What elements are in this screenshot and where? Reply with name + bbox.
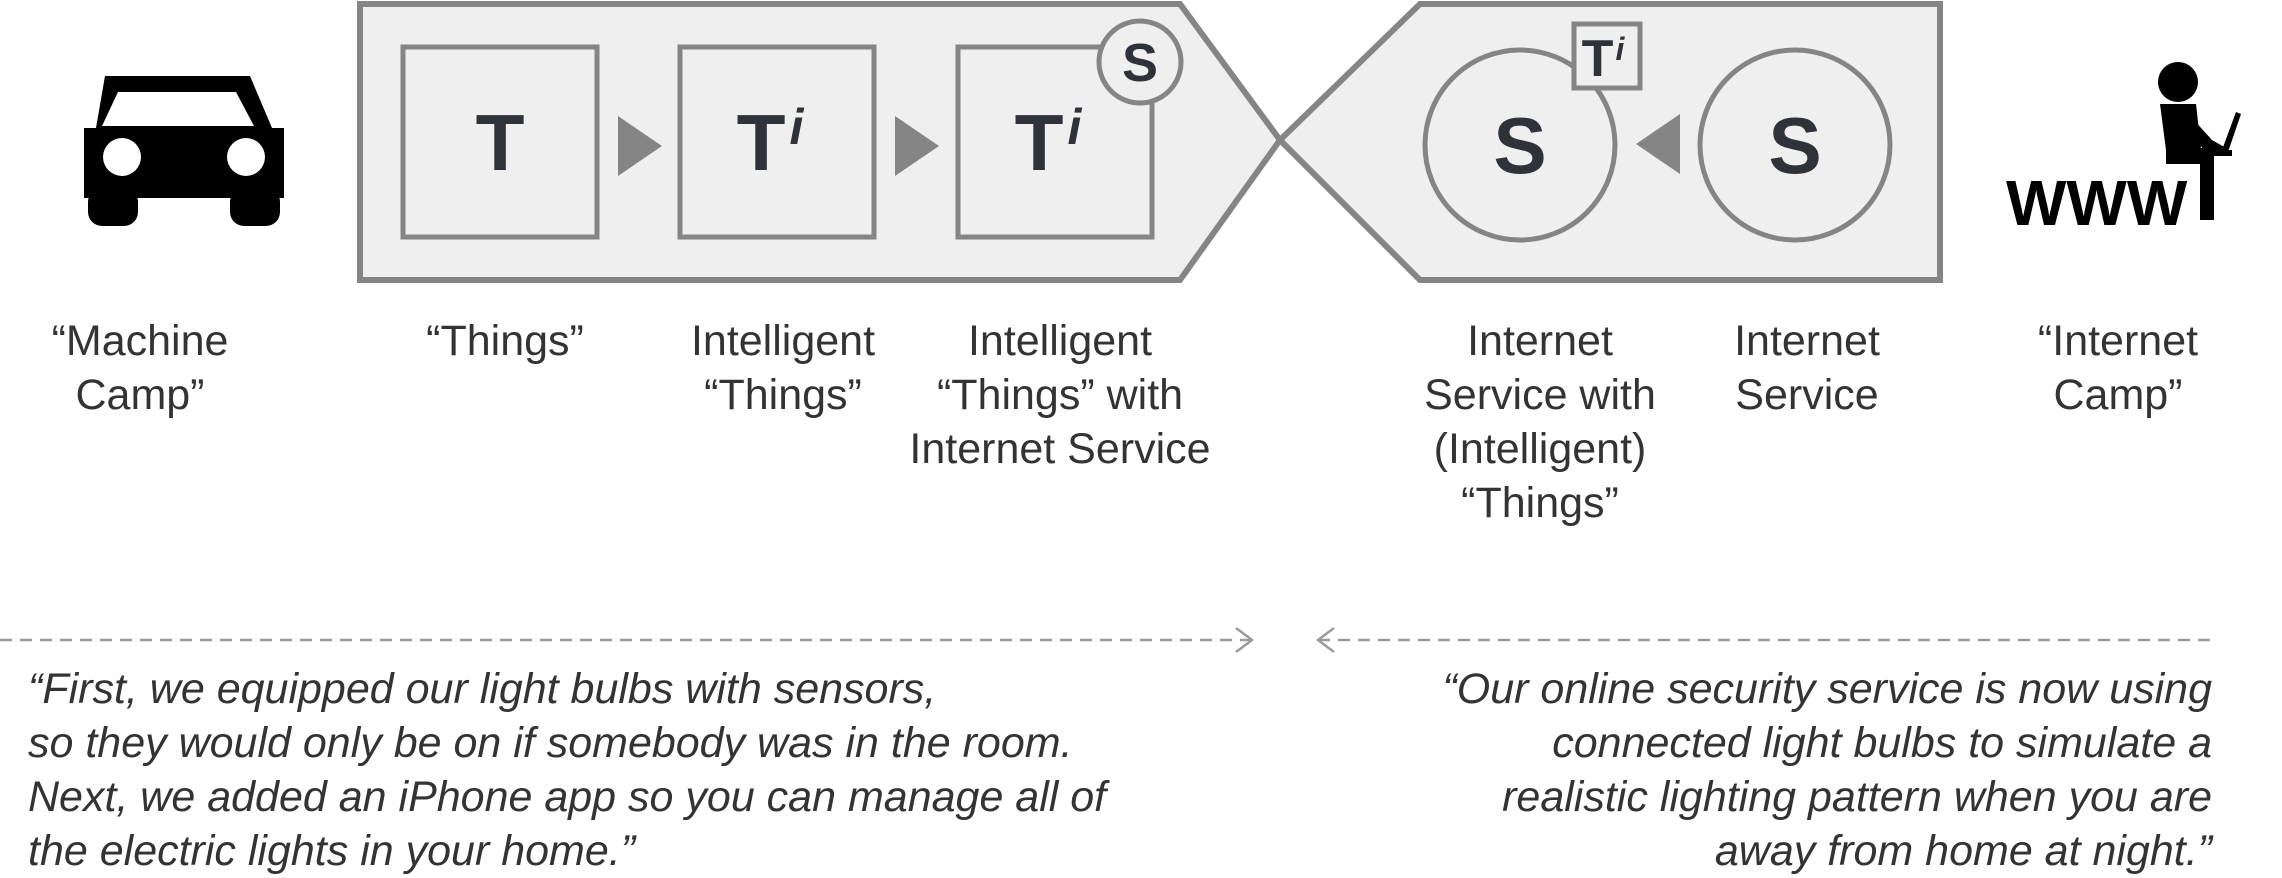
www-text: WWW xyxy=(2006,167,2188,239)
svg-text:Ti: Ti xyxy=(1015,98,1083,187)
label-things: “Things” xyxy=(426,317,584,365)
label-internet-service: Internet Service xyxy=(1734,317,1880,419)
internet-direction-arrow xyxy=(1315,627,2212,653)
internet-service-things-glyph: S xyxy=(1493,101,1546,190)
flow-arrow-right-2 xyxy=(895,116,939,176)
intelligent-things-service-glyph: T xyxy=(1015,98,1064,187)
internet-service-things-node: S Ti xyxy=(1422,21,1643,243)
flow-arrow-right-1 xyxy=(618,116,662,176)
label-intelligent-things: Intelligent “Things” xyxy=(690,317,876,419)
service-badge-glyph: S xyxy=(1122,33,1158,93)
person-laptop-www-icon: WWW xyxy=(2006,62,2241,239)
intelligent-things-glyph: T xyxy=(737,98,786,187)
internet-service-node: S xyxy=(1697,47,1893,243)
flow-arrow-left xyxy=(1636,114,1680,174)
machine-camp-quote: “First, we equipped our light bulbs with… xyxy=(28,665,1107,875)
intelligent-things-service-box: Ti S xyxy=(955,18,1184,240)
intelligent-superscript: i xyxy=(789,99,804,155)
svg-text:Ti: Ti xyxy=(737,98,805,187)
things-glyph: T xyxy=(476,98,525,187)
internet-camp-quote: “Our online security service is now usin… xyxy=(1442,665,2212,875)
label-machine-camp: “Machine Camp” xyxy=(51,317,229,419)
label-internet-service-things: Internet Service with (Intelligent) “Thi… xyxy=(1424,317,1656,527)
things-badge xyxy=(1571,21,1643,91)
things-badge-superscript: i xyxy=(1615,31,1625,67)
intelligent-service-superscript: i xyxy=(1067,99,1082,155)
label-internet-camp: “Internet Camp” xyxy=(2037,317,2199,419)
car-icon xyxy=(84,76,284,226)
machine-direction-arrow xyxy=(0,627,1255,653)
internet-service-glyph: S xyxy=(1768,101,1821,190)
label-intelligent-things-service: Intelligent “Things” with Internet Servi… xyxy=(909,317,1211,473)
things-badge-glyph: T xyxy=(1582,30,1614,88)
service-badge xyxy=(1096,18,1184,106)
intelligent-things-box: Ti xyxy=(677,44,877,240)
svg-text:Ti: Ti xyxy=(1582,30,1626,88)
things-box: T xyxy=(400,44,600,240)
